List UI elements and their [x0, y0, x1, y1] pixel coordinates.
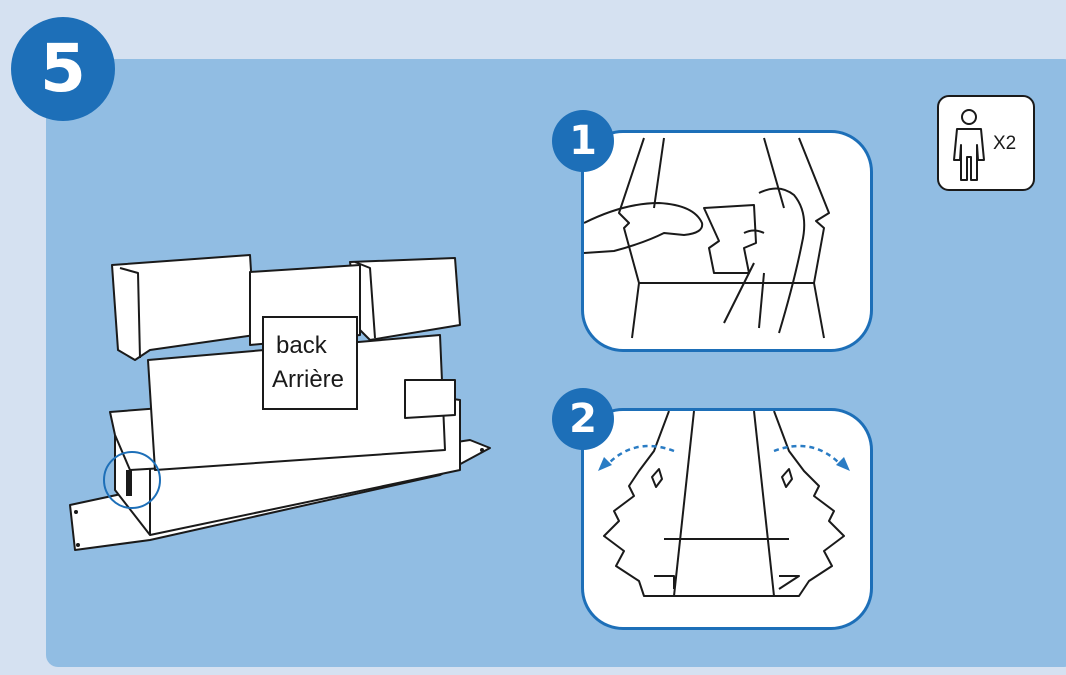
persons-required-card: X2	[937, 95, 1035, 191]
step-number: 5	[40, 30, 86, 107]
substep-2-badge: 2	[552, 388, 614, 450]
detail-2-box	[581, 408, 873, 630]
substep-1-badge: 1	[552, 110, 614, 172]
substep-2-number: 2	[569, 396, 597, 442]
substep-1-number: 1	[569, 118, 597, 164]
back-label-card: back Arrière	[262, 316, 358, 410]
step-number-badge: 5	[11, 17, 115, 121]
detail-1-box	[581, 130, 873, 352]
persons-count: X2	[993, 133, 1017, 154]
hands-joining-illustration	[584, 137, 830, 339]
back-label-french: Arrière	[272, 366, 345, 393]
person-icon	[953, 109, 985, 181]
folding-flaps-illustration	[598, 411, 850, 597]
back-label-english: back	[276, 332, 327, 359]
